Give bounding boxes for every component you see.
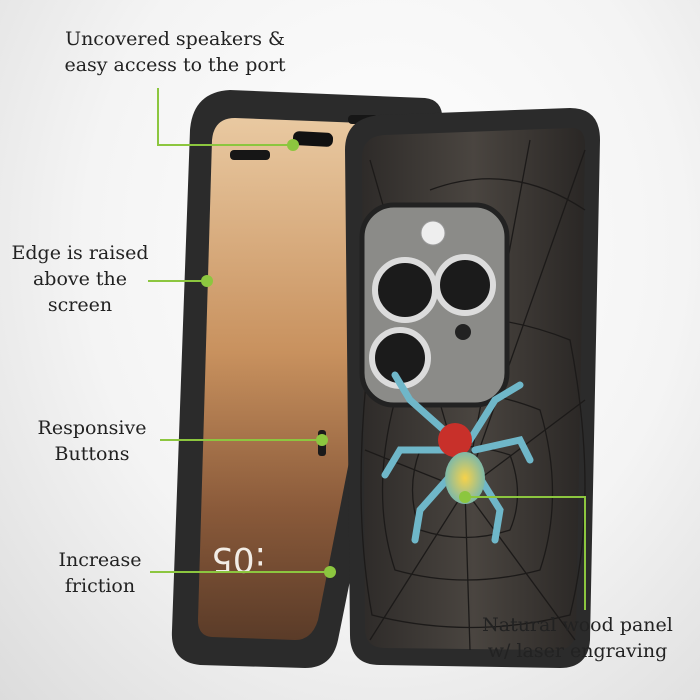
callout-dot-wood (459, 491, 471, 503)
spider-inlay (381, 371, 534, 544)
callout-dot-buttons (316, 434, 328, 446)
spider-head (438, 423, 472, 457)
callout-text: Natural wood panel (482, 614, 673, 636)
callout-text: screen (47, 294, 113, 316)
callout-buttons: Responsive Buttons (22, 415, 162, 467)
callout-edge: Edge is raised above the screen (10, 240, 150, 318)
callout-dot-friction (324, 566, 336, 578)
charging-port (292, 131, 334, 147)
callout-text: friction (64, 575, 136, 597)
callout-text: Increase (58, 549, 142, 571)
lens-icon (434, 254, 496, 316)
callout-dot-edge (201, 275, 213, 287)
callout-text: easy access to the port (64, 54, 286, 76)
callout-text: above the (32, 268, 128, 290)
callout-lines (148, 88, 586, 610)
phone-case-back (345, 108, 600, 668)
lens-icon (372, 257, 438, 323)
callout-wood: Natural wood panel w/ laser engraving (470, 612, 685, 664)
callout-text: w/ laser engraving (487, 640, 668, 662)
callout-friction: Increase friction (30, 547, 170, 599)
callout-dot-speakers (287, 139, 299, 151)
callout-text: Buttons (54, 443, 130, 465)
callout-text: Uncovered speakers & (65, 28, 285, 50)
callout-text: Edge is raised (11, 242, 149, 264)
callout-speakers: Uncovered speakers & easy access to the … (40, 26, 310, 78)
spider-body (445, 452, 485, 504)
callout-text: Responsive (37, 417, 147, 439)
